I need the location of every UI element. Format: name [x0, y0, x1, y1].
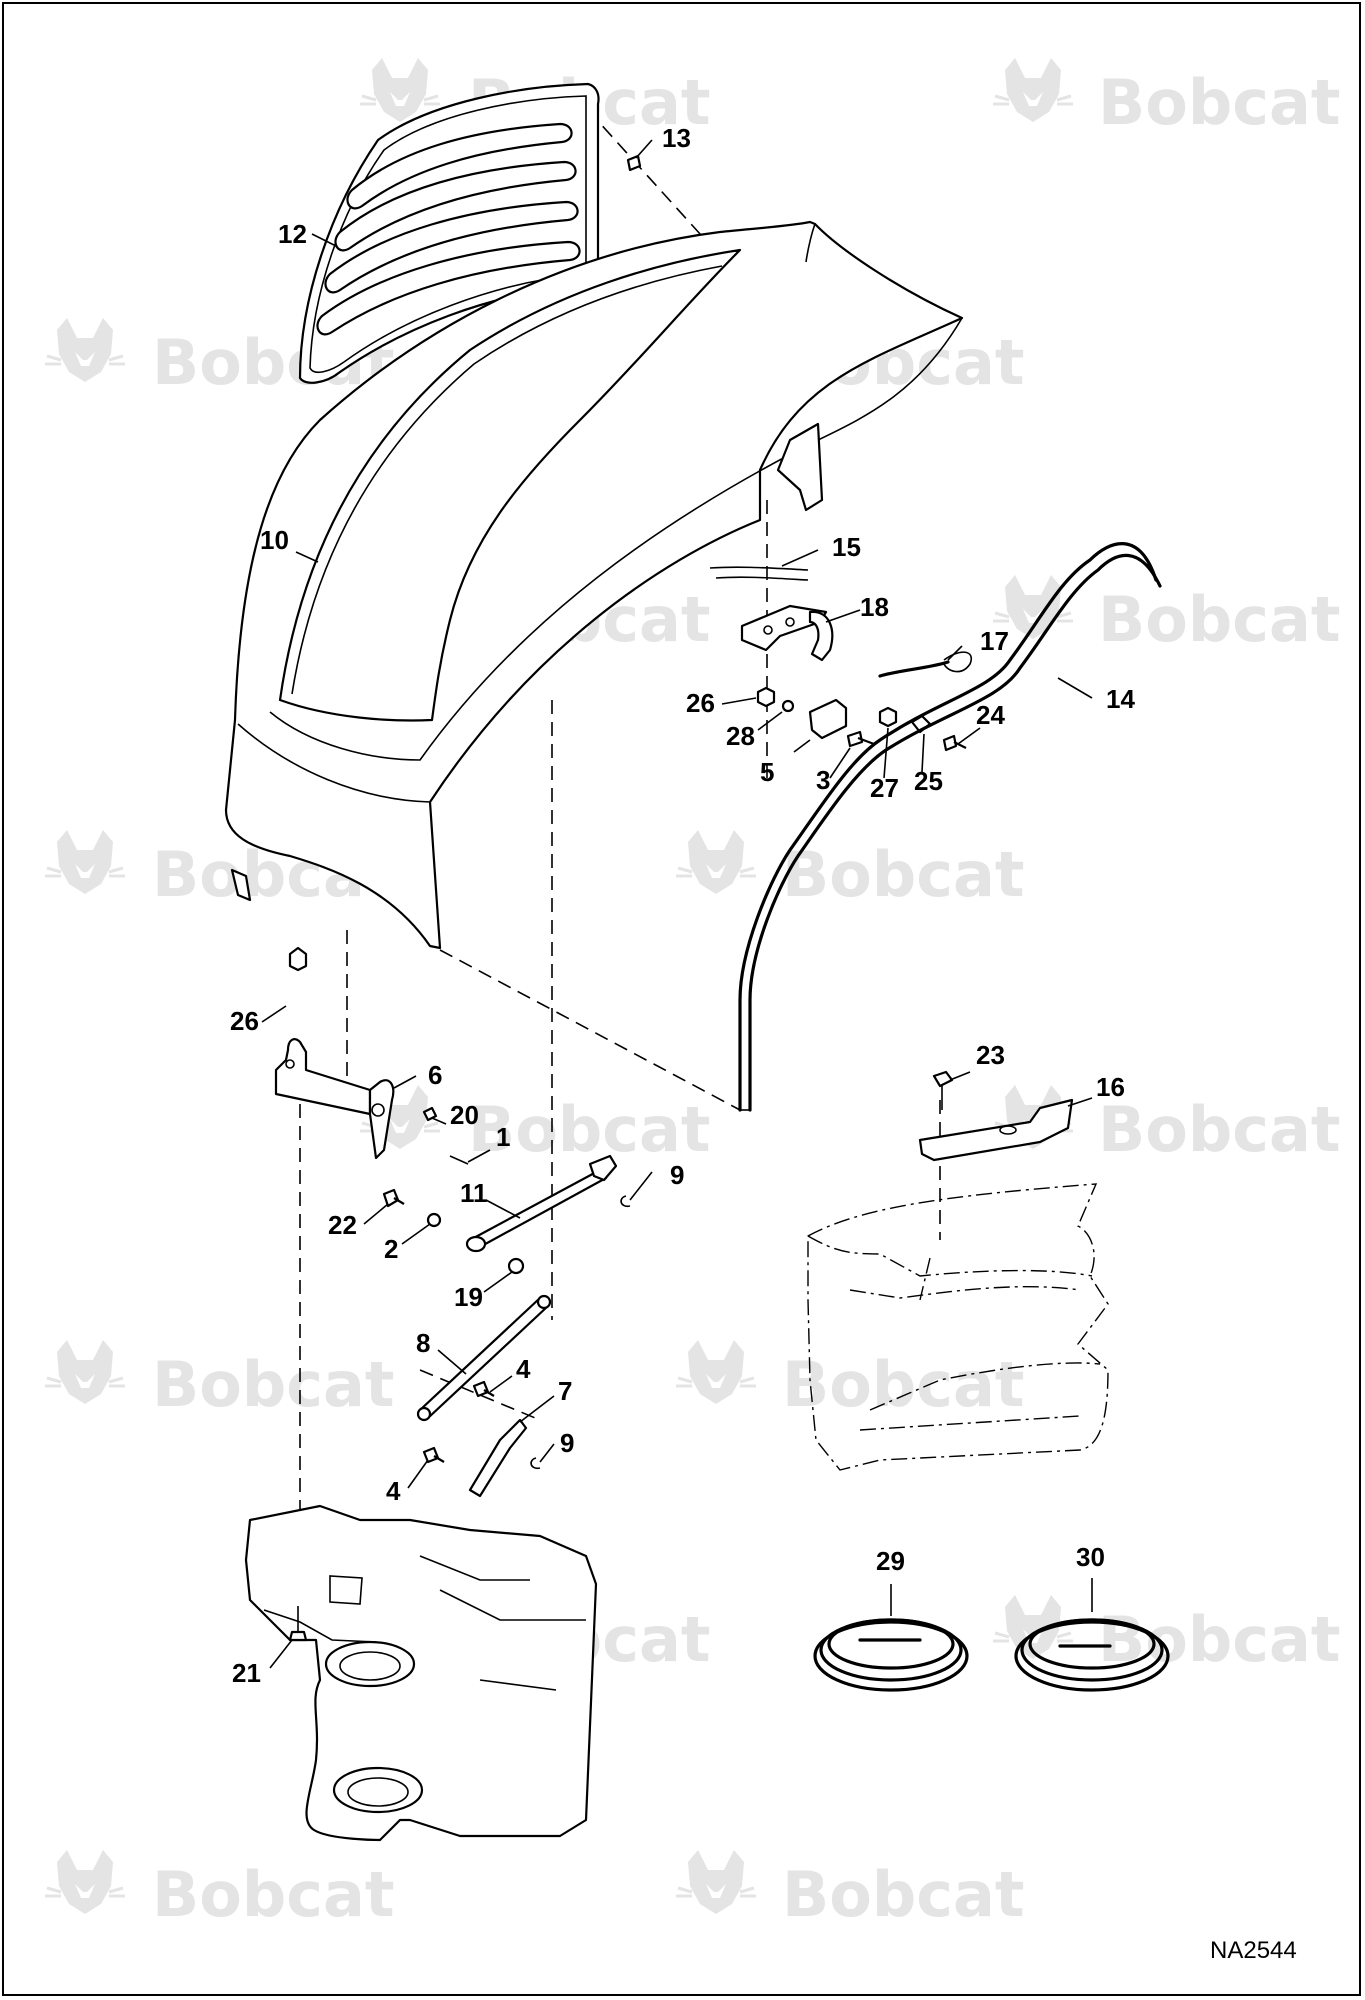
callout-2: 2 — [384, 1234, 398, 1264]
callout-9: 9 — [670, 1160, 684, 1190]
watermark-logo: Bobcat — [674, 1338, 1024, 1421]
callout-30: 30 — [1076, 1542, 1105, 1572]
diagram-code: NA2544 — [1210, 1937, 1297, 1964]
part-frame — [244, 1504, 598, 1842]
callout-29: 29 — [876, 1546, 905, 1576]
callout-1: 1 — [496, 1122, 510, 1152]
part-bracket — [468, 1418, 528, 1498]
svg-text:Bobcat: Bobcat — [1098, 1603, 1340, 1676]
part-nut — [878, 706, 898, 728]
part-bolt — [422, 1446, 445, 1464]
callout-11: 11 — [460, 1178, 488, 1208]
callout-9: 9 — [560, 1428, 574, 1458]
callout-7: 7 — [558, 1376, 572, 1406]
callout-26: 26 — [230, 1006, 259, 1036]
watermark-logo: Bobcat — [43, 1338, 394, 1421]
part-bolt — [846, 730, 875, 748]
callout-10: 10 — [260, 525, 289, 555]
callout-12: 12 — [278, 219, 307, 249]
callout-24: 24 — [976, 700, 1005, 730]
callout-5: 5 — [760, 757, 774, 787]
svg-text:Bobcat: Bobcat — [1098, 66, 1340, 139]
callout-18: 18 — [860, 592, 889, 622]
part-clip — [530, 1457, 541, 1470]
part-clip — [626, 154, 642, 172]
part-latch-bracket — [740, 604, 834, 662]
part-pin — [878, 660, 950, 678]
svg-text:Bobcat: Bobcat — [1098, 583, 1340, 656]
callout-28: 28 — [726, 721, 755, 751]
part-strip — [709, 566, 809, 581]
part-latch — [808, 698, 848, 740]
callout-labels: 13 12 10 15 18 17 14 26 28 5 3 27 25 24 … — [230, 123, 1135, 1688]
leader-lines — [261, 139, 1093, 1669]
watermark-logo: Bobcat — [674, 828, 1024, 911]
callout-4: 4 — [516, 1354, 531, 1384]
part-rod — [465, 1154, 618, 1253]
callout-26: 26 — [686, 688, 715, 718]
part-washer — [426, 1212, 442, 1228]
part-washer — [422, 1106, 438, 1122]
callout-14: 14 — [1106, 684, 1135, 714]
callout-15: 15 — [832, 532, 861, 562]
part-grille — [298, 82, 600, 384]
callout-16: 16 — [1096, 1072, 1125, 1102]
svg-text:Bobcat: Bobcat — [782, 838, 1024, 911]
part-nut — [756, 686, 776, 708]
callout-20: 20 — [450, 1100, 479, 1130]
callout-17: 17 — [980, 626, 1009, 656]
watermark-logo: Bobcat — [991, 56, 1340, 139]
part-washer — [781, 699, 795, 713]
part-bracket — [918, 1098, 1074, 1162]
part-bolt — [382, 1188, 405, 1208]
part-link — [416, 1294, 552, 1422]
watermark-logo: Bobcat — [991, 573, 1340, 656]
bracket-hardware — [918, 1070, 1074, 1162]
callout-27: 27 — [870, 773, 899, 803]
watermark-logo: Bobcat — [991, 1083, 1340, 1166]
part-casting — [807, 1183, 1109, 1471]
link-hardware — [422, 1380, 541, 1498]
svg-text:Bobcat: Bobcat — [782, 1348, 1024, 1421]
callout-25: 25 — [914, 766, 943, 796]
callout-8: 8 — [416, 1328, 430, 1358]
part-clip — [620, 1195, 631, 1208]
svg-text:Bobcat: Bobcat — [152, 1348, 394, 1421]
part-hose-coil — [813, 1618, 969, 1692]
callout-4: 4 — [386, 1476, 401, 1506]
part-hinge-bracket — [274, 1038, 395, 1160]
svg-text:Bobcat: Bobcat — [1098, 1093, 1340, 1166]
callout-13: 13 — [662, 123, 691, 153]
watermark-logo: Bobcat — [43, 1848, 394, 1931]
part-washer — [507, 1257, 525, 1275]
callout-19: 19 — [454, 1282, 483, 1312]
part-seal-strip — [738, 542, 1162, 1112]
small-hardware — [422, 1106, 469, 1165]
part-nut — [288, 946, 308, 972]
part-hose-coil — [1014, 1618, 1170, 1692]
svg-text:Bobcat: Bobcat — [152, 1858, 394, 1931]
svg-text:Bobcat: Bobcat — [468, 1093, 710, 1166]
callout-21: 21 — [232, 1658, 261, 1688]
part-bolt — [942, 734, 967, 752]
svg-text:Bobcat: Bobcat — [782, 1858, 1024, 1931]
watermark-logo: Bobcat — [674, 1848, 1024, 1931]
watermark-logo: Bobcat — [991, 1593, 1340, 1676]
part-hood — [224, 220, 964, 950]
watermark-logo: Bobcat — [358, 1083, 710, 1166]
latch-hardware — [756, 651, 973, 752]
part-pin — [449, 1155, 469, 1165]
part-bolt — [472, 1380, 495, 1398]
callout-22: 22 — [328, 1210, 357, 1240]
callout-3: 3 — [816, 765, 830, 795]
callout-6: 6 — [428, 1060, 442, 1090]
callout-23: 23 — [976, 1040, 1005, 1070]
part-bolt — [288, 1606, 308, 1642]
rod-hardware — [382, 1188, 631, 1275]
